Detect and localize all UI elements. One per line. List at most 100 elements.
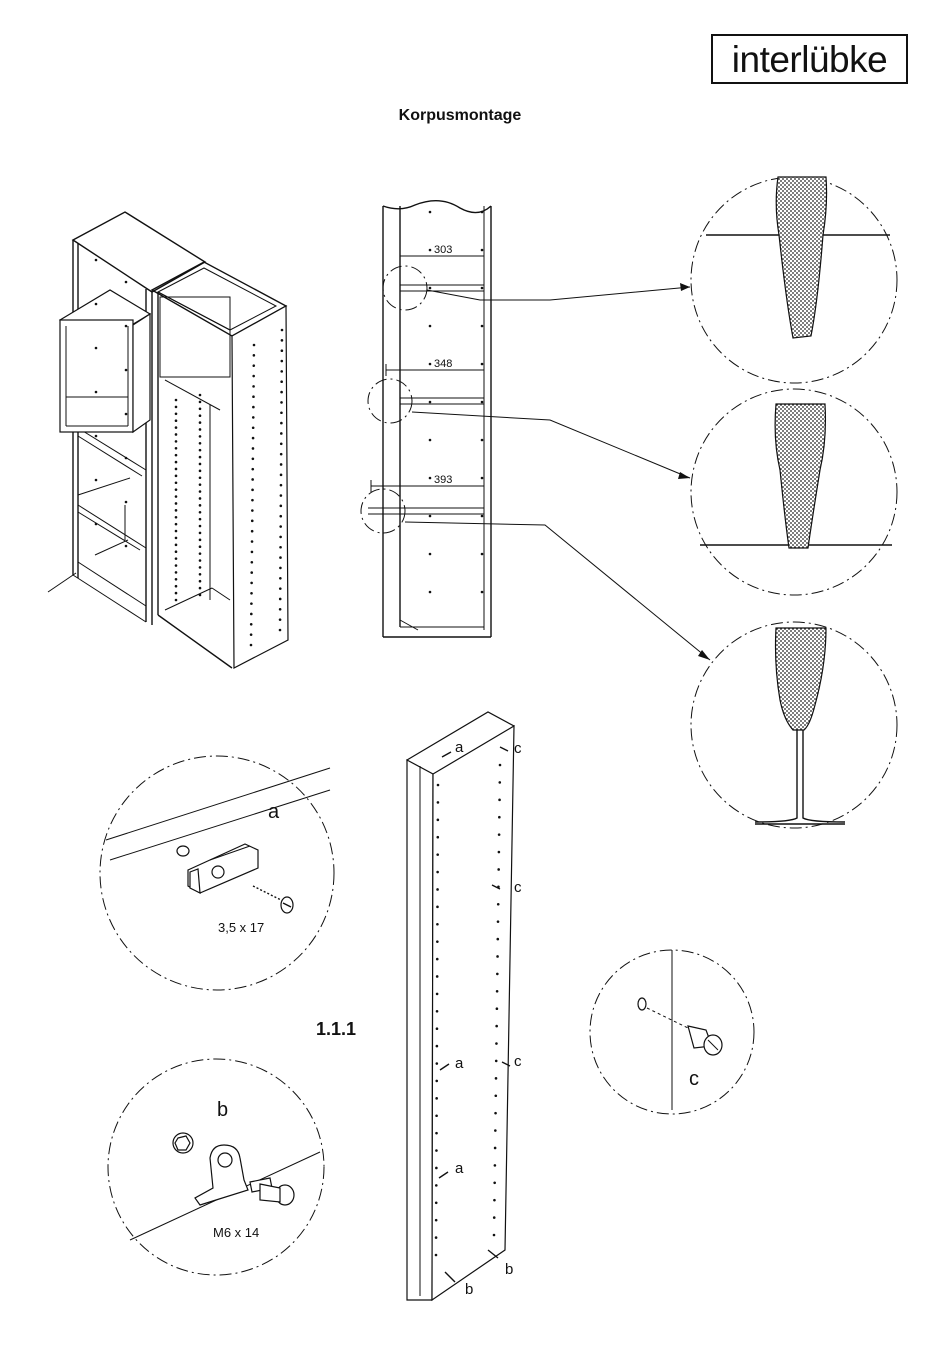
drill-hole <box>435 1201 438 1204</box>
label-b-2: b <box>465 1281 473 1298</box>
drill-hole <box>279 629 282 632</box>
drill-hole <box>175 440 178 443</box>
drill-hole <box>95 523 98 526</box>
drill-hole <box>280 453 283 456</box>
drill-hole <box>495 1025 498 1028</box>
drill-hole <box>175 495 178 498</box>
drill-hole <box>280 422 283 425</box>
drill-hole <box>495 1060 498 1063</box>
drill-hole <box>250 571 253 574</box>
drill-hole <box>199 490 202 493</box>
drill-hole <box>199 539 202 542</box>
drill-hole <box>175 544 178 547</box>
shelf-support-detail-3 <box>691 622 897 828</box>
drill-hole <box>429 249 432 252</box>
drill-hole <box>175 557 178 560</box>
drill-hole <box>251 499 254 502</box>
drill-hole <box>436 906 439 909</box>
drill-hole <box>280 391 283 394</box>
label-a-1: a <box>455 739 464 756</box>
drill-hole <box>199 470 202 473</box>
drill-hole <box>494 1094 497 1097</box>
drill-hole <box>436 975 439 978</box>
drill-hole <box>429 553 432 556</box>
drill-hole <box>279 587 282 590</box>
drill-hole <box>279 546 282 549</box>
drill-hole <box>280 401 283 404</box>
drill-hole <box>429 363 432 366</box>
drill-hole <box>437 819 440 822</box>
drill-hole <box>435 1114 438 1117</box>
drill-hole <box>199 483 202 486</box>
drill-hole <box>280 360 283 363</box>
drill-hole <box>436 1045 439 1048</box>
drill-hole <box>436 958 439 961</box>
dimension-348: 348 <box>434 358 452 370</box>
drill-hole <box>494 1147 497 1150</box>
label-b-1: b <box>505 1261 513 1278</box>
drill-hole <box>481 401 484 404</box>
drill-hole <box>496 990 499 993</box>
drill-hole <box>199 580 202 583</box>
drill-hole <box>280 432 283 435</box>
drill-hole <box>481 249 484 252</box>
drill-hole <box>199 394 202 397</box>
label-c-1: c <box>514 740 522 757</box>
detail-a-screw-size: 3,5 x 17 <box>218 920 264 935</box>
drill-hole <box>199 449 202 452</box>
drill-hole <box>175 571 178 574</box>
drill-hole <box>251 540 254 543</box>
drill-hole <box>175 550 178 553</box>
label-a-3: a <box>455 1160 464 1177</box>
drill-hole <box>199 476 202 479</box>
drill-hole <box>493 1199 496 1202</box>
drill-hole <box>175 530 178 533</box>
drill-hole <box>435 1167 438 1170</box>
drill-hole <box>175 599 178 602</box>
drill-hole <box>436 993 439 996</box>
drill-hole <box>496 955 499 958</box>
drill-hole <box>494 1112 497 1115</box>
drill-hole <box>250 644 253 647</box>
drill-hole <box>175 592 178 595</box>
drill-hole <box>280 494 283 497</box>
drill-hole <box>175 426 178 429</box>
drill-hole <box>125 281 128 284</box>
drill-hole <box>437 784 440 787</box>
drill-hole <box>279 598 282 601</box>
drill-hole <box>251 530 254 533</box>
cabinet-isometric <box>48 212 288 668</box>
drill-hole <box>280 411 283 414</box>
drill-hole <box>498 799 501 802</box>
drill-hole <box>199 463 202 466</box>
drill-hole <box>481 363 484 366</box>
drill-hole <box>280 484 283 487</box>
side-panel <box>407 712 514 1300</box>
drill-hole <box>175 419 178 422</box>
drill-hole <box>279 556 282 559</box>
drill-hole <box>252 406 255 409</box>
drill-hole <box>175 585 178 588</box>
drill-hole <box>429 287 432 290</box>
drill-hole <box>279 608 282 611</box>
drill-hole <box>496 1007 499 1010</box>
drill-hole <box>250 582 253 585</box>
dimension-393: 393 <box>434 474 452 486</box>
drill-hole <box>199 559 202 562</box>
drill-hole <box>429 325 432 328</box>
drill-hole <box>495 1077 498 1080</box>
drill-hole <box>437 801 440 804</box>
drill-hole <box>253 344 256 347</box>
drill-hole <box>175 406 178 409</box>
drill-hole <box>175 488 178 491</box>
drill-hole <box>436 836 439 839</box>
drill-hole <box>250 623 253 626</box>
drill-hole <box>436 871 439 874</box>
side-hole-pattern <box>429 211 484 594</box>
drill-hole <box>199 428 202 431</box>
drill-hole <box>251 561 254 564</box>
drill-hole <box>199 497 202 500</box>
drill-hole <box>494 1129 497 1132</box>
drill-hole <box>429 401 432 404</box>
drill-hole <box>199 511 202 514</box>
